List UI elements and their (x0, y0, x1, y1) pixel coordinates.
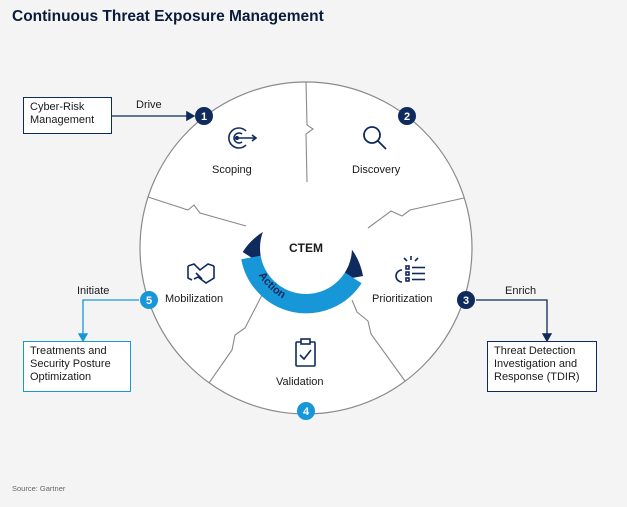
cyber-risk-management-box: Cyber-Risk Management (23, 97, 112, 134)
enrich-label: Enrich (505, 285, 537, 297)
svg-text:4: 4 (303, 406, 310, 418)
stage-label-discovery: Discovery (352, 164, 401, 176)
segment-dividers (147, 81, 465, 384)
stage-badge-5: 5 (140, 291, 158, 309)
svg-text:5: 5 (146, 295, 152, 307)
svg-text:3: 3 (463, 295, 469, 307)
svg-text:1: 1 (201, 111, 207, 123)
enrich-arrow (476, 299, 553, 343)
initiate-arrow (77, 299, 139, 343)
svg-text:2: 2 (404, 111, 410, 123)
priority-list-icon (395, 256, 425, 283)
drive-label: Drive (136, 99, 162, 111)
clipboard-check-icon (295, 338, 316, 367)
stage-badge-1: 1 (195, 107, 213, 125)
stage-label-prioritization: Prioritization (372, 293, 433, 305)
page-title: Continuous Threat Exposure Management (12, 8, 324, 25)
handshake-icon (187, 263, 215, 284)
stage-badge-2: 2 (398, 107, 416, 125)
treatments-box: Treatments and Security Posture Optimiza… (23, 341, 131, 392)
stage-label-validation: Validation (276, 376, 324, 388)
initiate-label: Initiate (77, 285, 110, 297)
target-icon (228, 127, 258, 149)
stage-badge-3: 3 (457, 291, 475, 309)
source-note: Source: Gartner (12, 484, 66, 493)
ctem-center-label: CTEM (289, 241, 323, 255)
ctem-ring (241, 202, 364, 314)
stage-label-mobilization: Mobilization (165, 293, 224, 305)
tdir-box: Threat Detection Investigation and Respo… (487, 341, 597, 392)
stage-label-scoping: Scoping (212, 164, 252, 176)
magnifier-icon (363, 126, 387, 150)
stage-badge-4: 4 (297, 402, 315, 420)
